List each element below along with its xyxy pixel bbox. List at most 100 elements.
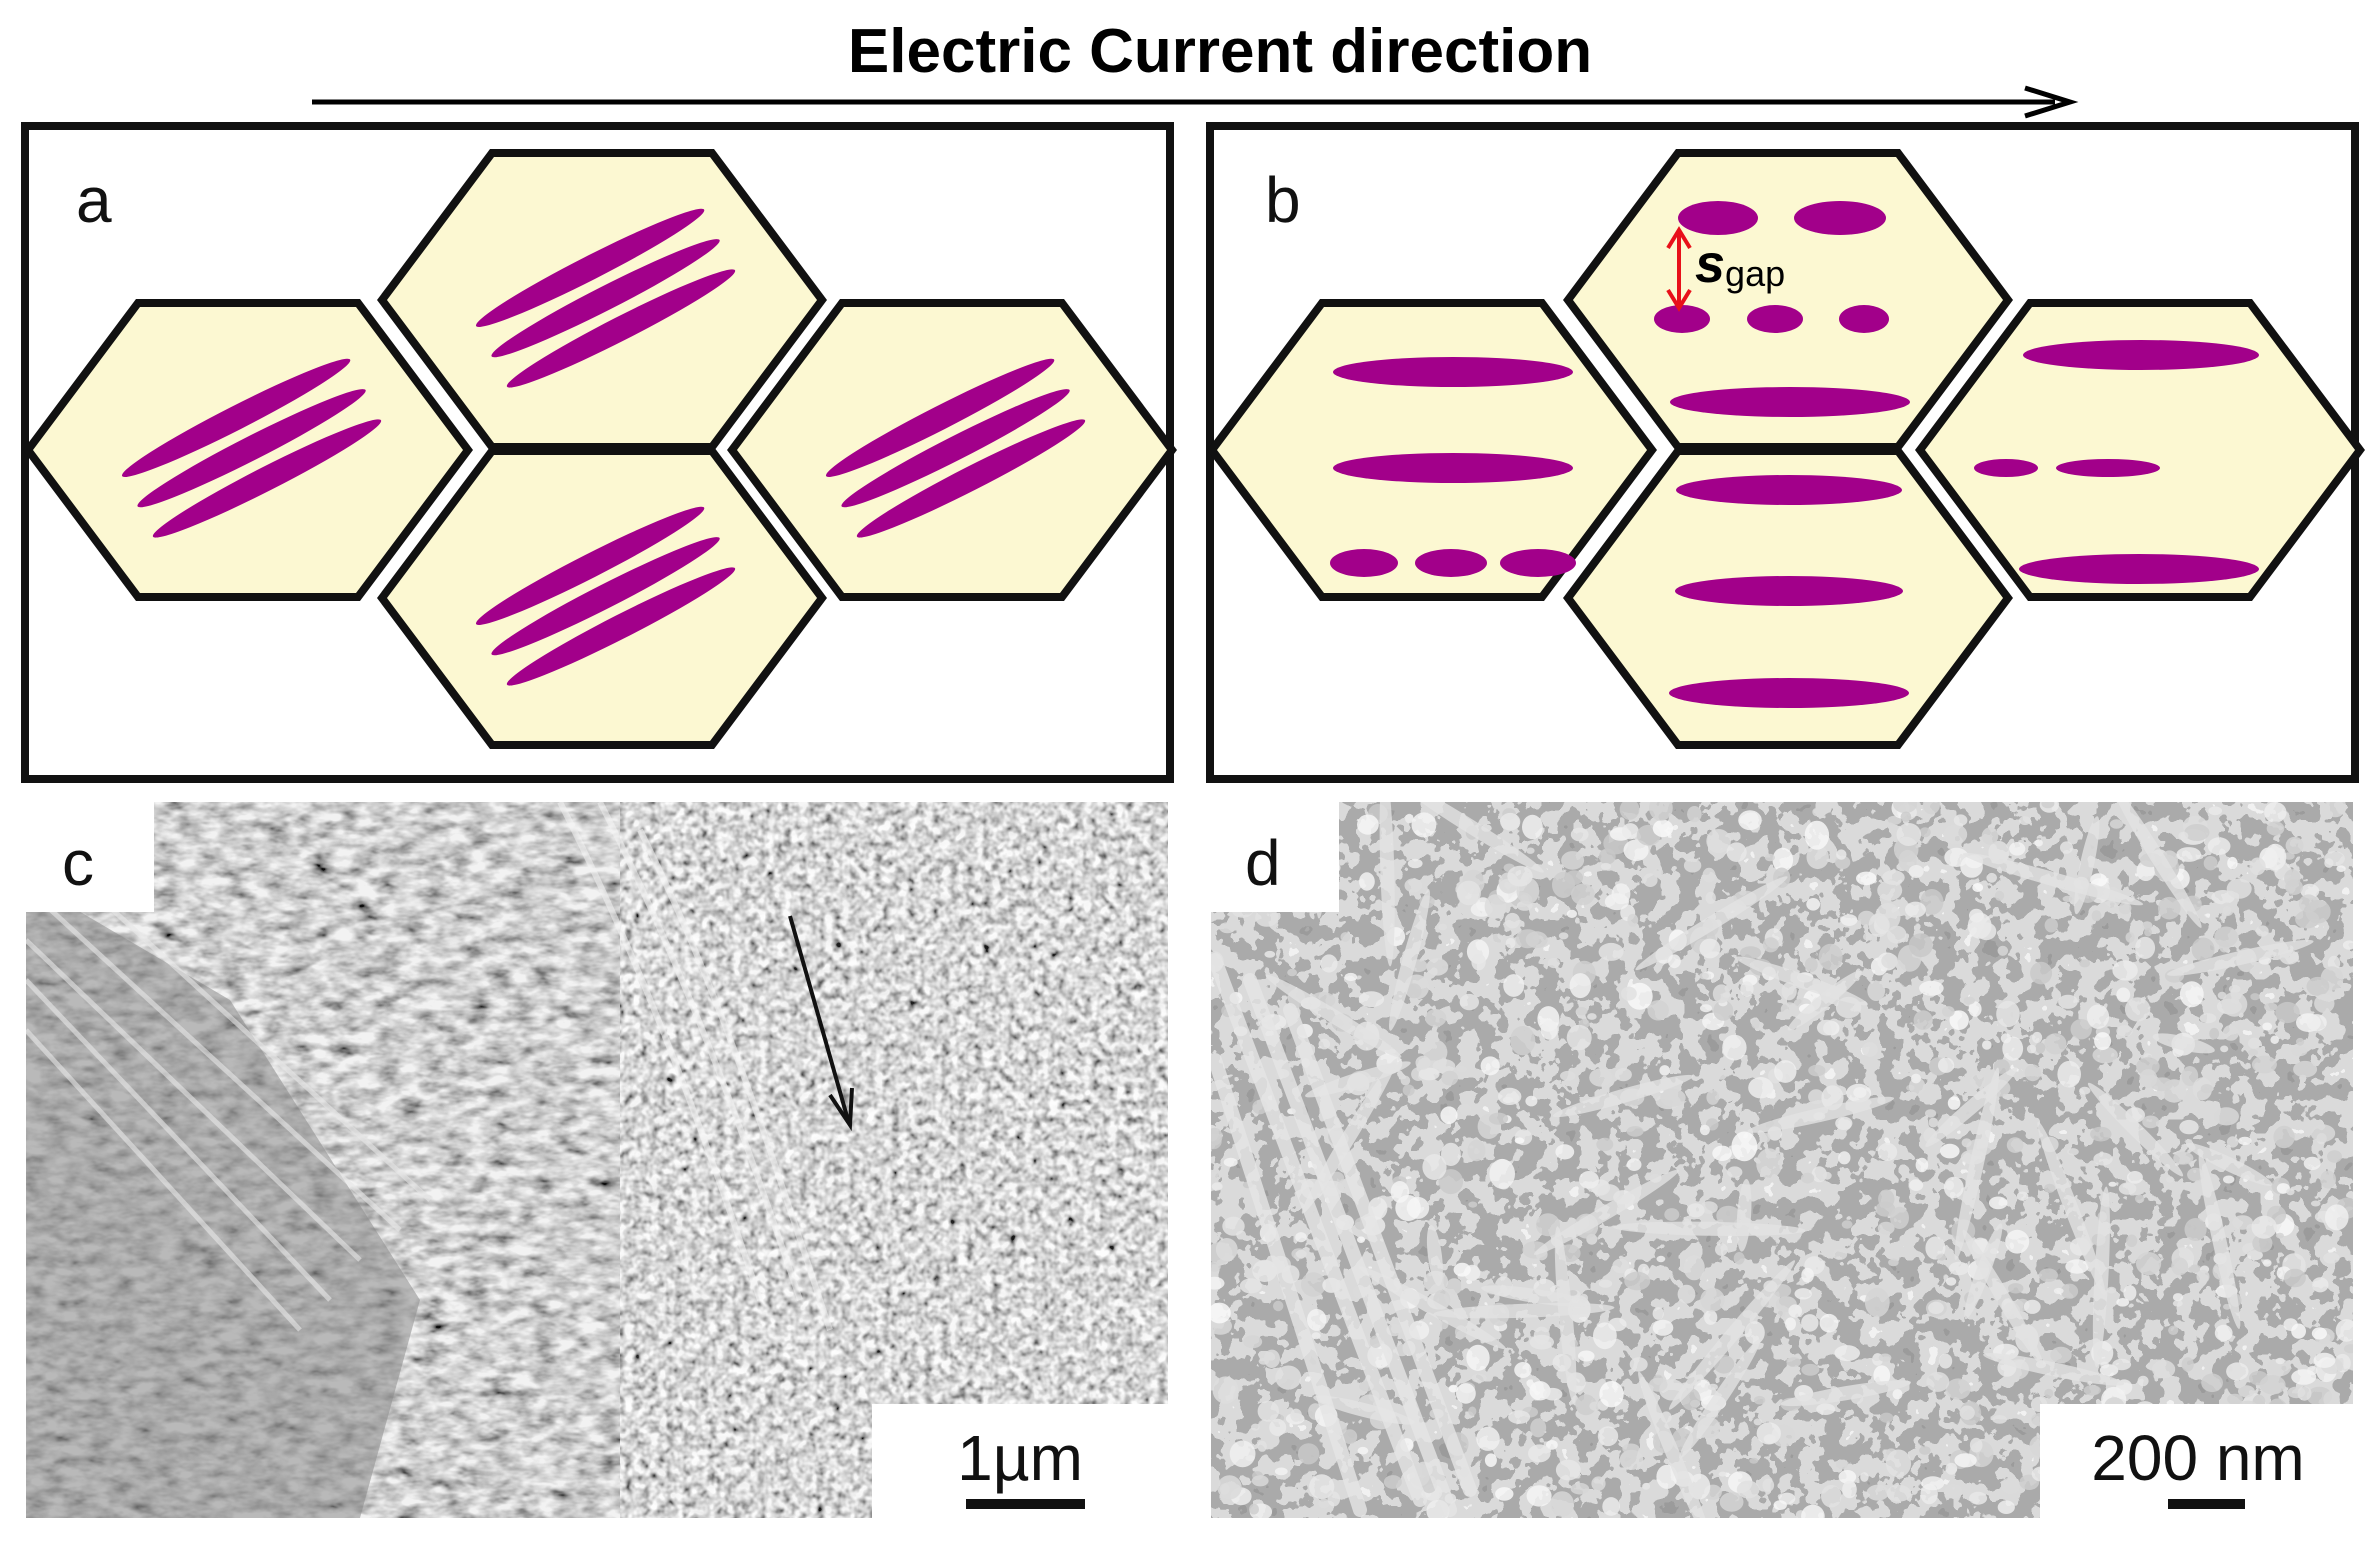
nanoparticle [1503, 974, 1525, 997]
nanoparticle [1818, 943, 1843, 971]
nanoparticle [1751, 1019, 1760, 1029]
nanoparticle [2106, 1286, 2117, 1294]
nanoparticle [1885, 1449, 1912, 1478]
nanoparticle [1597, 1426, 1619, 1447]
nanoparticle [2248, 1037, 2261, 1049]
nanoparticle [1600, 862, 1612, 870]
nanoparticle [1866, 1484, 1890, 1501]
panel-d-micrograph [1211, 802, 2353, 1518]
nanoparticle [1575, 1007, 1588, 1016]
nanoparticle [1756, 1422, 1782, 1445]
nanoparticle [2152, 1360, 2176, 1379]
nanoparticle [1925, 1236, 1946, 1260]
nanoparticle [1488, 1112, 1509, 1125]
precipitate [491, 537, 720, 656]
nanoparticle [1530, 1418, 1547, 1438]
rod-particle [1533, 1169, 1680, 1255]
nanoparticle [1597, 1184, 1620, 1202]
nanoparticle [2201, 1373, 2224, 1393]
nanoparticle [1489, 933, 1505, 944]
nanoparticle [1997, 1500, 2015, 1514]
nanoparticle [2123, 1285, 2137, 1301]
nanoparticle [2079, 959, 2091, 968]
nanoparticle [1295, 1232, 1307, 1243]
nanoparticle [1652, 867, 1664, 878]
panel-c-label: c [62, 827, 94, 899]
nanoparticle [1921, 1476, 1945, 1491]
nanoparticle [1772, 847, 1794, 873]
nanoparticle [2034, 839, 2043, 847]
nanoparticle [2008, 1283, 2024, 1294]
nanoparticle [2058, 994, 2078, 1009]
rod-particle [2186, 1142, 2273, 1186]
rod-particle [1954, 1067, 2000, 1261]
nanoparticle [2060, 841, 2073, 854]
nanoparticle [1446, 1278, 1463, 1295]
nanoparticle [2297, 1386, 2312, 1401]
nanoparticle [1909, 1179, 1924, 1191]
nanoparticle [1997, 945, 2009, 956]
nanoparticle [2250, 993, 2260, 1001]
nanoparticle [1529, 1334, 1555, 1350]
precipitate [1654, 305, 1710, 333]
nanoparticle [1715, 1072, 1727, 1080]
nanoparticle [2227, 856, 2238, 870]
nanoparticle [2226, 1136, 2239, 1148]
nanoparticle [1264, 950, 1276, 958]
nanoparticle [2053, 1287, 2064, 1295]
nanoparticle [1471, 1373, 1487, 1383]
nanoparticle [1647, 1000, 1669, 1021]
nanoparticle [2214, 926, 2238, 948]
nanoparticle [1938, 1353, 1953, 1369]
nanoparticle [1550, 1491, 1574, 1517]
nanoparticle [1868, 913, 1889, 938]
rod-particle [2112, 802, 2202, 928]
nanoparticle [2179, 1119, 2199, 1135]
rod-particle [1305, 1061, 1411, 1098]
nanoparticle [1629, 1357, 1648, 1372]
nanoparticle [1498, 1087, 1522, 1105]
nanoparticle [1836, 849, 1847, 860]
nanoparticle [2249, 857, 2266, 876]
panel-c-scale-label: 1µm [957, 1422, 1083, 1494]
nanoparticle [2178, 831, 2189, 841]
nanoparticle [1963, 996, 1975, 1005]
nanoparticle [1700, 1004, 1712, 1013]
rod-particle [1379, 802, 1395, 967]
nanoparticle [2009, 842, 2026, 856]
nanoparticle [1555, 1144, 1575, 1160]
nanoparticle [2285, 836, 2304, 855]
nanoparticle [1753, 1418, 1763, 1426]
nanoparticle [1969, 1073, 1986, 1089]
nanoparticle [1623, 839, 1649, 862]
nanoparticle [2266, 821, 2285, 836]
nanoparticle [2275, 1001, 2300, 1024]
nanoparticle [2311, 1277, 2329, 1293]
nanoparticle [2168, 1325, 2179, 1336]
nanoparticle [1996, 1000, 2020, 1028]
nanoparticle [2041, 802, 2055, 809]
rod-particle [1613, 1221, 1806, 1236]
nanoparticle [1835, 1116, 1853, 1131]
nanoparticle [1785, 1317, 1796, 1331]
nanoparticle [1344, 972, 1358, 982]
panel-d-label: d [1245, 827, 1281, 899]
nanoparticle [1890, 1206, 1909, 1229]
nanoparticle [2295, 910, 2320, 929]
nanoparticle [1806, 845, 1829, 870]
nanoparticle [1715, 1243, 1728, 1256]
nanoparticle [1274, 1467, 1288, 1476]
nanoparticle [1794, 1288, 1812, 1300]
nanoparticle [2179, 981, 2204, 1008]
rod-particle [2198, 1152, 2241, 1330]
nanoparticle [2191, 937, 2215, 962]
precipitate [1794, 201, 1886, 235]
nanoparticle [2306, 976, 2330, 996]
precipitate [1333, 453, 1573, 483]
nanoparticle [2275, 1357, 2285, 1365]
nanoparticle [1540, 1020, 1558, 1040]
nanoparticle [1269, 1418, 1287, 1436]
nanoparticle [2251, 1055, 2277, 1074]
panel-b-grains [1207, 149, 2365, 749]
nanoparticle [1722, 1034, 1747, 1061]
